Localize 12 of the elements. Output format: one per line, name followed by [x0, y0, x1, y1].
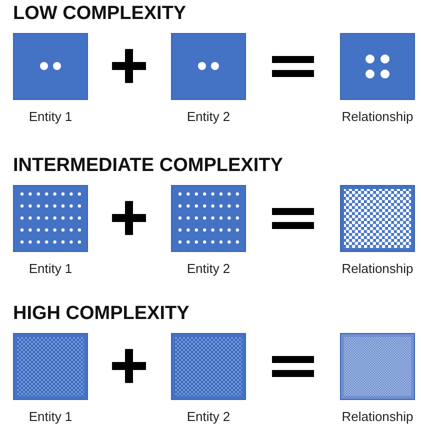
section-heading: LOW COMPLEXITY: [13, 3, 186, 25]
section-heading: INTERMEDIATE COMPLEXITY: [13, 155, 283, 177]
node-label: Entity 2: [186, 409, 232, 424]
node-label: Relationship: [340, 261, 414, 276]
node-label: Entity 1: [28, 261, 74, 276]
node-label: Relationship: [340, 409, 414, 424]
section-heading: HIGH COMPLEXITY: [13, 303, 190, 325]
node-label: Entity 2: [186, 109, 232, 124]
node-label: Relationship: [340, 109, 414, 124]
node-label: Entity 2: [186, 261, 232, 276]
node-label: Entity 1: [28, 409, 74, 424]
node-label: Entity 1: [28, 109, 74, 124]
